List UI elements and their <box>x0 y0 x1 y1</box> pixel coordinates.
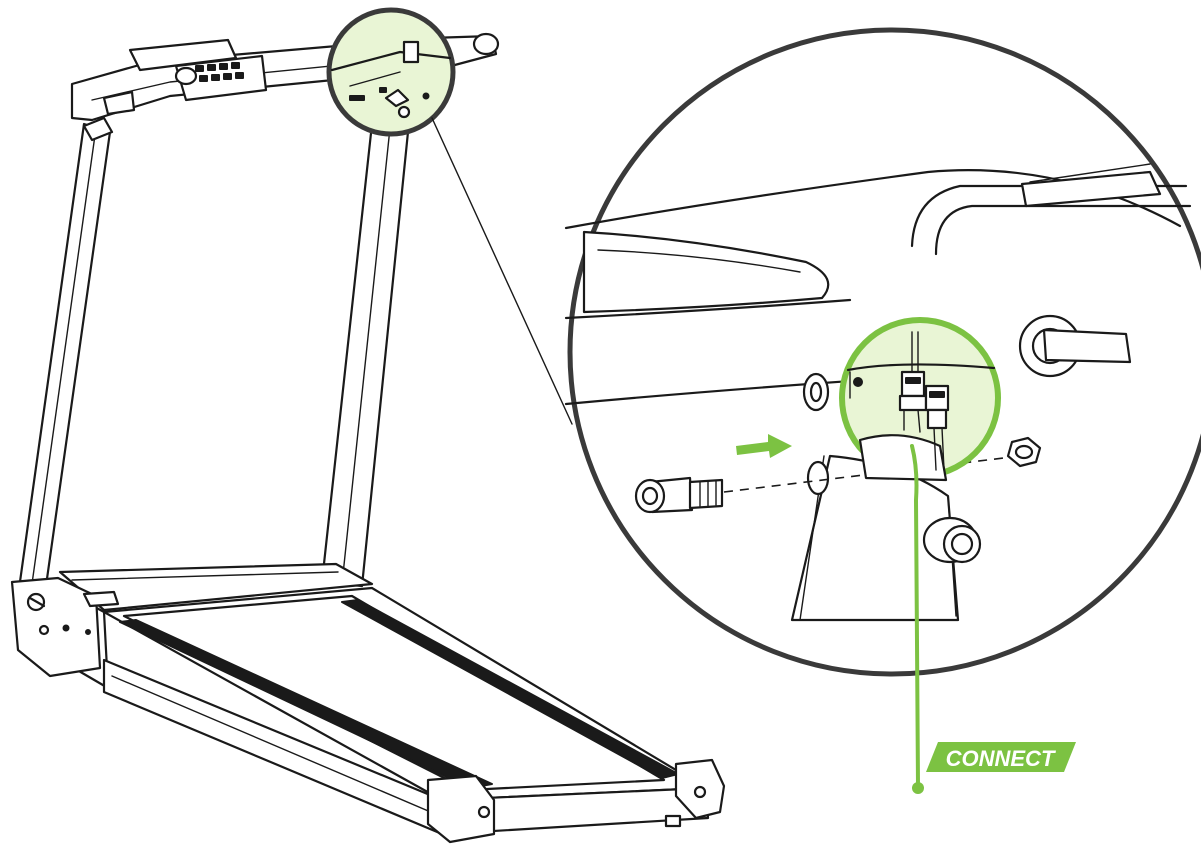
nut <box>1006 436 1042 468</box>
connect-label-background <box>926 742 1076 772</box>
display-buttons <box>195 62 244 82</box>
connect-label: CONNECT <box>926 742 1076 772</box>
zoom-leader-lines <box>431 117 573 425</box>
insert-direction-arrow <box>736 434 792 458</box>
left-upright <box>16 116 114 602</box>
bolt <box>634 476 724 514</box>
treadmill-deck <box>10 562 726 844</box>
small-highlight-circle <box>326 7 456 137</box>
spacer-bushing <box>922 516 982 564</box>
connect-label-text: CONNECT <box>946 746 1056 771</box>
connect-callout-line <box>910 444 920 788</box>
right-upright <box>320 122 410 588</box>
treadmill-overview <box>10 7 726 844</box>
folding-knob <box>1018 314 1132 378</box>
connect-highlight-circle <box>839 317 1001 482</box>
connect-callout-dot <box>912 782 924 794</box>
zoom-detail <box>564 27 1201 794</box>
